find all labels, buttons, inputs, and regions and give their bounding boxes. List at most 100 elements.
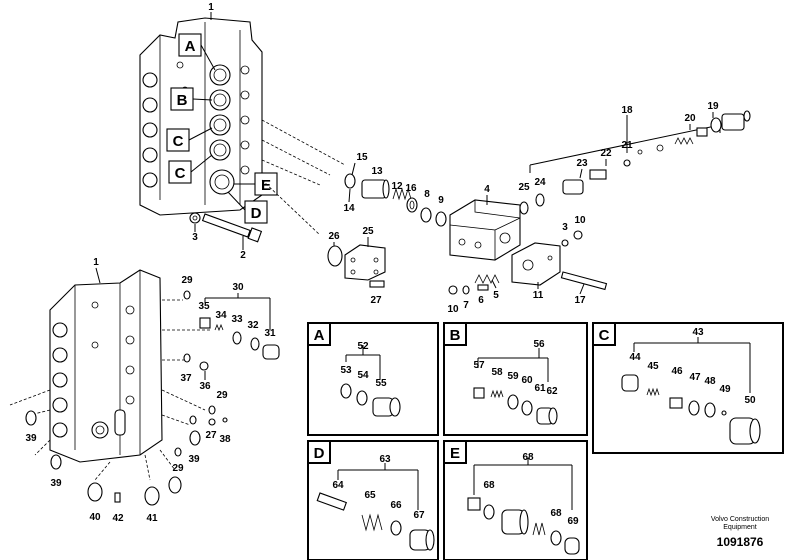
drawing-number: 1091876 bbox=[717, 535, 764, 549]
label-31: 31 bbox=[264, 328, 276, 339]
label-35: 35 bbox=[198, 301, 210, 312]
label-61: 62 bbox=[546, 386, 558, 397]
label-28b: 27 bbox=[205, 430, 217, 441]
label-3b: 3 bbox=[562, 222, 568, 233]
detail-a-letter: A bbox=[314, 327, 325, 344]
label-4: 4 bbox=[484, 184, 490, 195]
label-11: 11 bbox=[533, 290, 544, 301]
label-13: 13 bbox=[371, 166, 383, 177]
label-54: 55 bbox=[375, 378, 387, 389]
callout-a: A bbox=[185, 38, 196, 55]
label-1-bottom: 1 bbox=[93, 257, 99, 268]
label-44: 44 bbox=[629, 352, 641, 363]
label-39b: 39 bbox=[50, 478, 62, 489]
label-10b: 10 bbox=[574, 215, 586, 226]
bottom-valve-block bbox=[49, 269, 163, 463]
label-52: 53 bbox=[340, 365, 352, 376]
detail-e-letter: E bbox=[450, 445, 460, 462]
label-16: 16 bbox=[405, 183, 417, 194]
label-62: 63 bbox=[379, 454, 391, 465]
label-2: 2 bbox=[240, 250, 246, 261]
label-69: 69 bbox=[567, 516, 579, 527]
label-19: 19 bbox=[707, 101, 719, 112]
label-39a: 39 bbox=[25, 433, 37, 444]
label-51: 52 bbox=[357, 341, 369, 352]
label-55: 56 bbox=[533, 339, 545, 350]
label-68a: 68 bbox=[483, 480, 495, 491]
label-15: 15 bbox=[356, 152, 368, 163]
label-29c: 29 bbox=[172, 463, 184, 474]
label-9: 9 bbox=[438, 195, 444, 206]
label-50: 50 bbox=[744, 395, 756, 406]
label-47: 47 bbox=[689, 372, 701, 383]
label-48: 48 bbox=[704, 376, 716, 387]
label-64: 65 bbox=[364, 490, 376, 501]
footer-company-2: Equipment bbox=[723, 524, 757, 531]
label-29b: 29 bbox=[216, 390, 228, 401]
label-34: 34 bbox=[215, 310, 227, 321]
label-21: 21 bbox=[621, 140, 633, 151]
label-37: 37 bbox=[180, 373, 192, 384]
label-5: 5 bbox=[493, 290, 499, 301]
housing-11 bbox=[511, 242, 561, 286]
label-57: 58 bbox=[491, 367, 503, 378]
label-17: 17 bbox=[574, 295, 586, 306]
label-29a: 29 bbox=[181, 275, 193, 286]
detail-b-letter: B bbox=[450, 327, 461, 344]
label-56: 57 bbox=[473, 360, 485, 371]
label-38: 38 bbox=[219, 434, 231, 445]
callout-boxes: A B C C D E bbox=[166, 33, 278, 224]
label-26: 25 bbox=[362, 226, 374, 237]
label-12: 12 bbox=[391, 181, 403, 192]
label-49: 49 bbox=[719, 384, 731, 395]
label-60: 61 bbox=[534, 383, 546, 394]
detail-b-frame bbox=[443, 322, 588, 436]
detail-d-letter: D bbox=[314, 445, 325, 462]
detail-c-letter: C bbox=[599, 327, 610, 344]
label-39c: 39 bbox=[188, 454, 200, 465]
label-67: 68 bbox=[522, 452, 534, 463]
label-33: 33 bbox=[231, 314, 243, 325]
label-45: 45 bbox=[647, 361, 659, 372]
label-27: 26 bbox=[328, 231, 340, 242]
bolt-2 bbox=[201, 213, 263, 250]
label-14: 14 bbox=[343, 203, 355, 214]
callout-d: D bbox=[251, 205, 262, 222]
label-41: 41 bbox=[146, 513, 158, 524]
label-28: 27 bbox=[370, 295, 382, 306]
label-3: 3 bbox=[192, 232, 198, 243]
label-24: 24 bbox=[534, 177, 546, 188]
label-66: 67 bbox=[413, 510, 425, 521]
label-43: 43 bbox=[692, 327, 704, 338]
part-group-18 bbox=[529, 115, 721, 173]
label-10a: 10 bbox=[447, 304, 459, 315]
callout-c2: C bbox=[175, 165, 186, 182]
label-68b: 68 bbox=[550, 508, 562, 519]
callout-e: E bbox=[261, 177, 271, 194]
label-58: 59 bbox=[507, 371, 519, 382]
label-23: 23 bbox=[576, 158, 588, 169]
label-18: 18 bbox=[621, 105, 633, 116]
label-7: 7 bbox=[463, 300, 469, 311]
footer-company-1: Volvo Construction bbox=[711, 516, 769, 523]
callout-c1: C bbox=[173, 133, 184, 150]
label-25: 25 bbox=[518, 182, 530, 193]
label-1-top: 1 bbox=[208, 2, 214, 13]
label-42: 42 bbox=[112, 513, 124, 524]
label-8: 8 bbox=[424, 189, 430, 200]
housing-4 bbox=[449, 199, 521, 261]
label-63: 64 bbox=[332, 480, 344, 491]
label-40: 40 bbox=[89, 512, 101, 523]
label-20: 20 bbox=[684, 113, 696, 124]
label-59: 60 bbox=[521, 375, 533, 386]
label-32: 32 bbox=[247, 320, 259, 331]
label-36: 36 bbox=[199, 381, 211, 392]
label-6: 6 bbox=[478, 295, 484, 306]
label-46: 46 bbox=[671, 366, 683, 377]
label-53: 54 bbox=[357, 370, 369, 381]
label-22: 22 bbox=[600, 148, 612, 159]
callout-b: B bbox=[177, 92, 188, 109]
label-30: 30 bbox=[232, 282, 244, 293]
